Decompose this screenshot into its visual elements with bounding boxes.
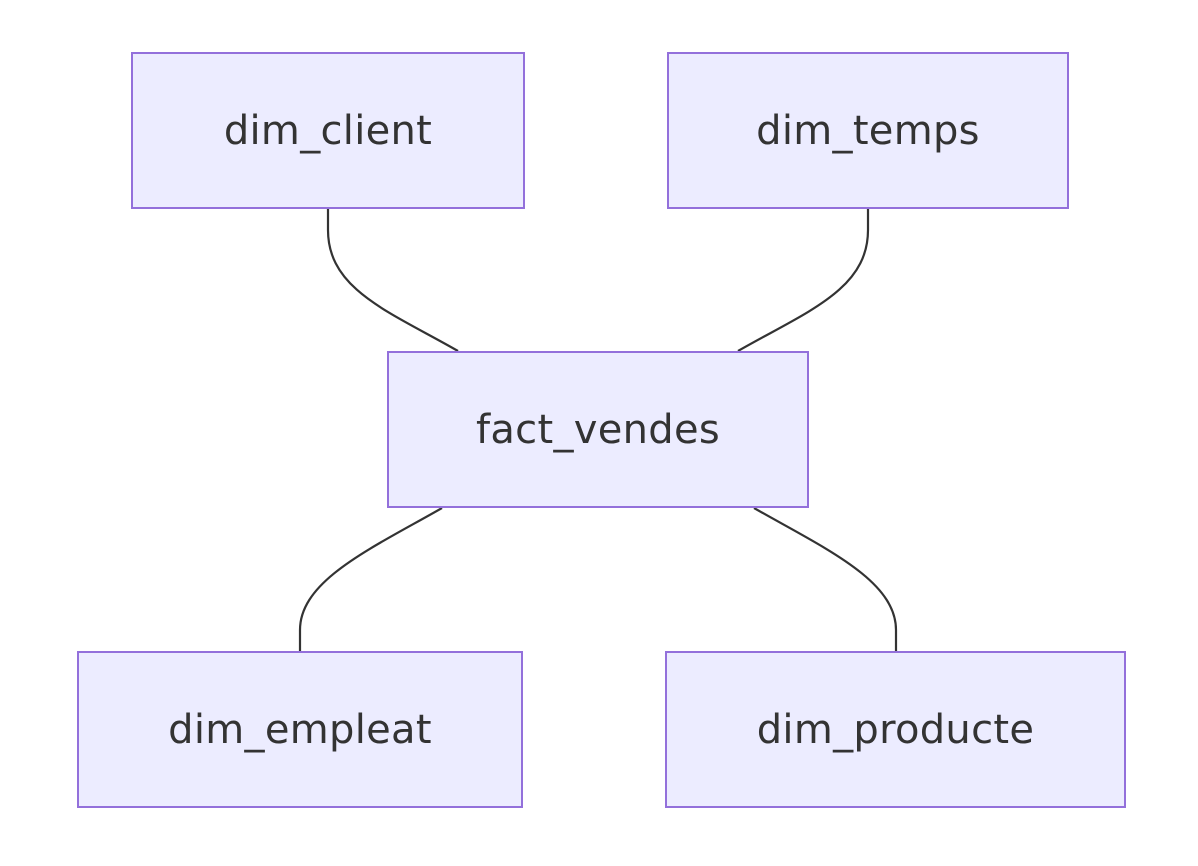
node-dim-client: dim_client	[131, 52, 525, 209]
edge-fact-vendes-dim-producte	[753, 507, 898, 651]
node-label-dim-empleat: dim_empleat	[168, 706, 432, 753]
node-fact-vendes: fact_vendes	[387, 351, 809, 508]
edge-dim-client-fact-vendes	[326, 209, 459, 352]
node-label-fact-vendes: fact_vendes	[475, 406, 721, 453]
edge-fact-vendes-dim-empleat	[298, 507, 443, 651]
node-dim-temps: dim_temps	[667, 52, 1069, 209]
edge-dim-temps-fact-vendes	[737, 209, 870, 352]
node-dim-empleat: dim_empleat	[77, 651, 523, 808]
node-dim-producte: dim_producte	[665, 651, 1126, 808]
node-label-dim-producte: dim_producte	[756, 706, 1035, 753]
node-label-dim-client: dim_client	[223, 107, 433, 154]
node-label-dim-temps: dim_temps	[756, 107, 980, 154]
